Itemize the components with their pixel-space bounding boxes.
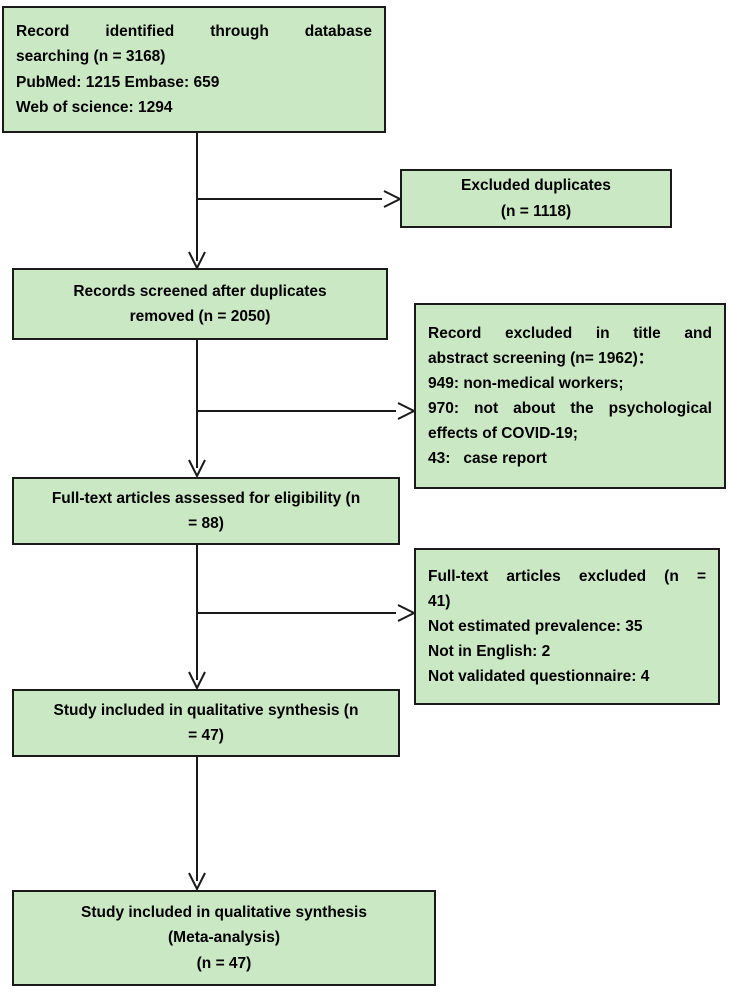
node-records-identified: Record identified through database searc… [2,6,386,133]
node-fulltext-articles-excluded: Full-text articles excluded (n = 41) Not… [414,548,720,705]
record-excluded-line-1: Record excluded in title and [428,324,712,342]
fulltext-assessed-line-1: Full-text articles assessed for eligibil… [51,489,361,507]
record-excluded-line-6: 43: case report [428,450,547,468]
fulltext-assessed-line-2: = 88) [188,515,224,532]
fulltext-excluded-line-2: 41) [428,592,451,610]
connector-to-record-excluded [196,410,396,412]
connector-to-excluded-duplicates [196,198,382,200]
excluded-duplicates-line-2: (n = 1118) [500,202,572,220]
fulltext-excluded-line-3: Not estimated prevalence: 35 [428,617,643,635]
connector-screened-to-fulltext [196,340,198,468]
excluded-duplicates-line-1: Excluded duplicates [461,177,611,195]
records-identified-line-4: Web of science: 1294 [16,98,173,116]
fulltext-excluded-line-1: Full-text articles excluded (n = [428,567,706,585]
connector-identified-to-screened [196,133,198,261]
records-screened-line-1: Records screened after duplicates [73,282,327,300]
fulltext-excluded-line-4: Not in English: 2 [428,643,551,661]
node-study-included-qualitative-synthesis: Study included in qualitative synthesis … [12,689,400,757]
node-records-screened: Records screened after duplicates remove… [12,268,388,340]
qualitative-synthesis-line-1: Study included in qualitative synthesis … [53,701,359,719]
qualitative-synthesis-line-2: = 47) [188,727,224,744]
record-excluded-line-2: abstract screening (n= 1962)： [428,349,654,367]
connector-to-fulltext-excluded [196,612,396,614]
meta-analysis-line-3: (n = 47) [196,954,252,972]
records-identified-line-1: Record identified through database [16,23,372,41]
node-study-included-meta-analysis: Study included in qualitative synthesis … [12,890,436,986]
fulltext-excluded-line-5: Not validated questionnaire: 4 [428,668,650,686]
connector-qualitative-to-meta [196,757,198,881]
record-excluded-line-3: 949: non-medical workers; [428,374,624,392]
records-identified-line-2: searching (n = 3168) [16,48,166,66]
record-excluded-line-4: 970: not about the psychological [428,400,712,417]
meta-analysis-line-2: (Meta-analysis) [168,929,280,947]
records-screened-line-2: removed (n = 2050) [129,308,271,325]
node-record-excluded-title-abstract: Record excluded in title and abstract sc… [414,303,726,489]
node-excluded-duplicates: Excluded duplicates (n = 1118) [400,169,672,228]
meta-analysis-line-1: Study included in qualitative synthesis [81,904,367,922]
records-identified-line-3: PubMed: 1215 Embase: 659 [16,73,220,91]
node-fulltext-articles-assessed: Full-text articles assessed for eligibil… [12,477,400,545]
record-excluded-line-5: effects of COVID-19; [428,425,578,443]
